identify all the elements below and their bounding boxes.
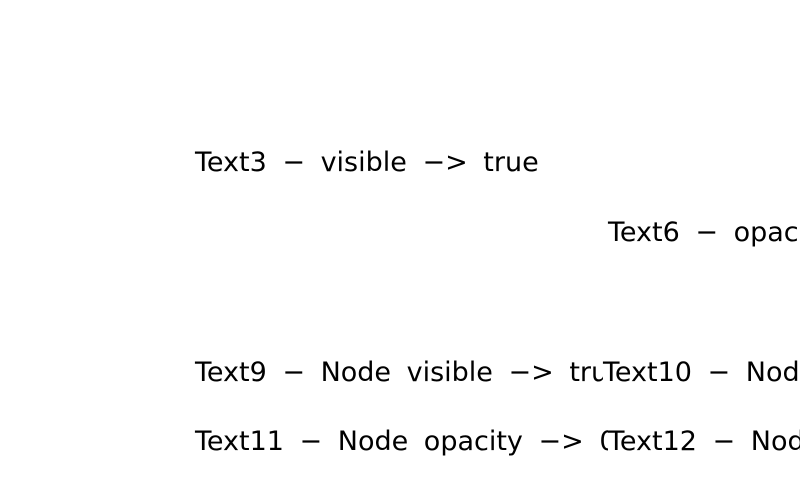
label-text11: Text11 − Node opacity −> 0 — [195, 426, 617, 457]
label-text3: Text3 − visible −> true — [195, 147, 539, 178]
label-text12: Text12 − Node — [608, 428, 800, 455]
label-text6: Text6 − opacity — [608, 217, 800, 248]
label-text10: Text10 − Node — [603, 359, 800, 386]
label-text9: Text9 − Node visible −> true — [195, 357, 625, 388]
